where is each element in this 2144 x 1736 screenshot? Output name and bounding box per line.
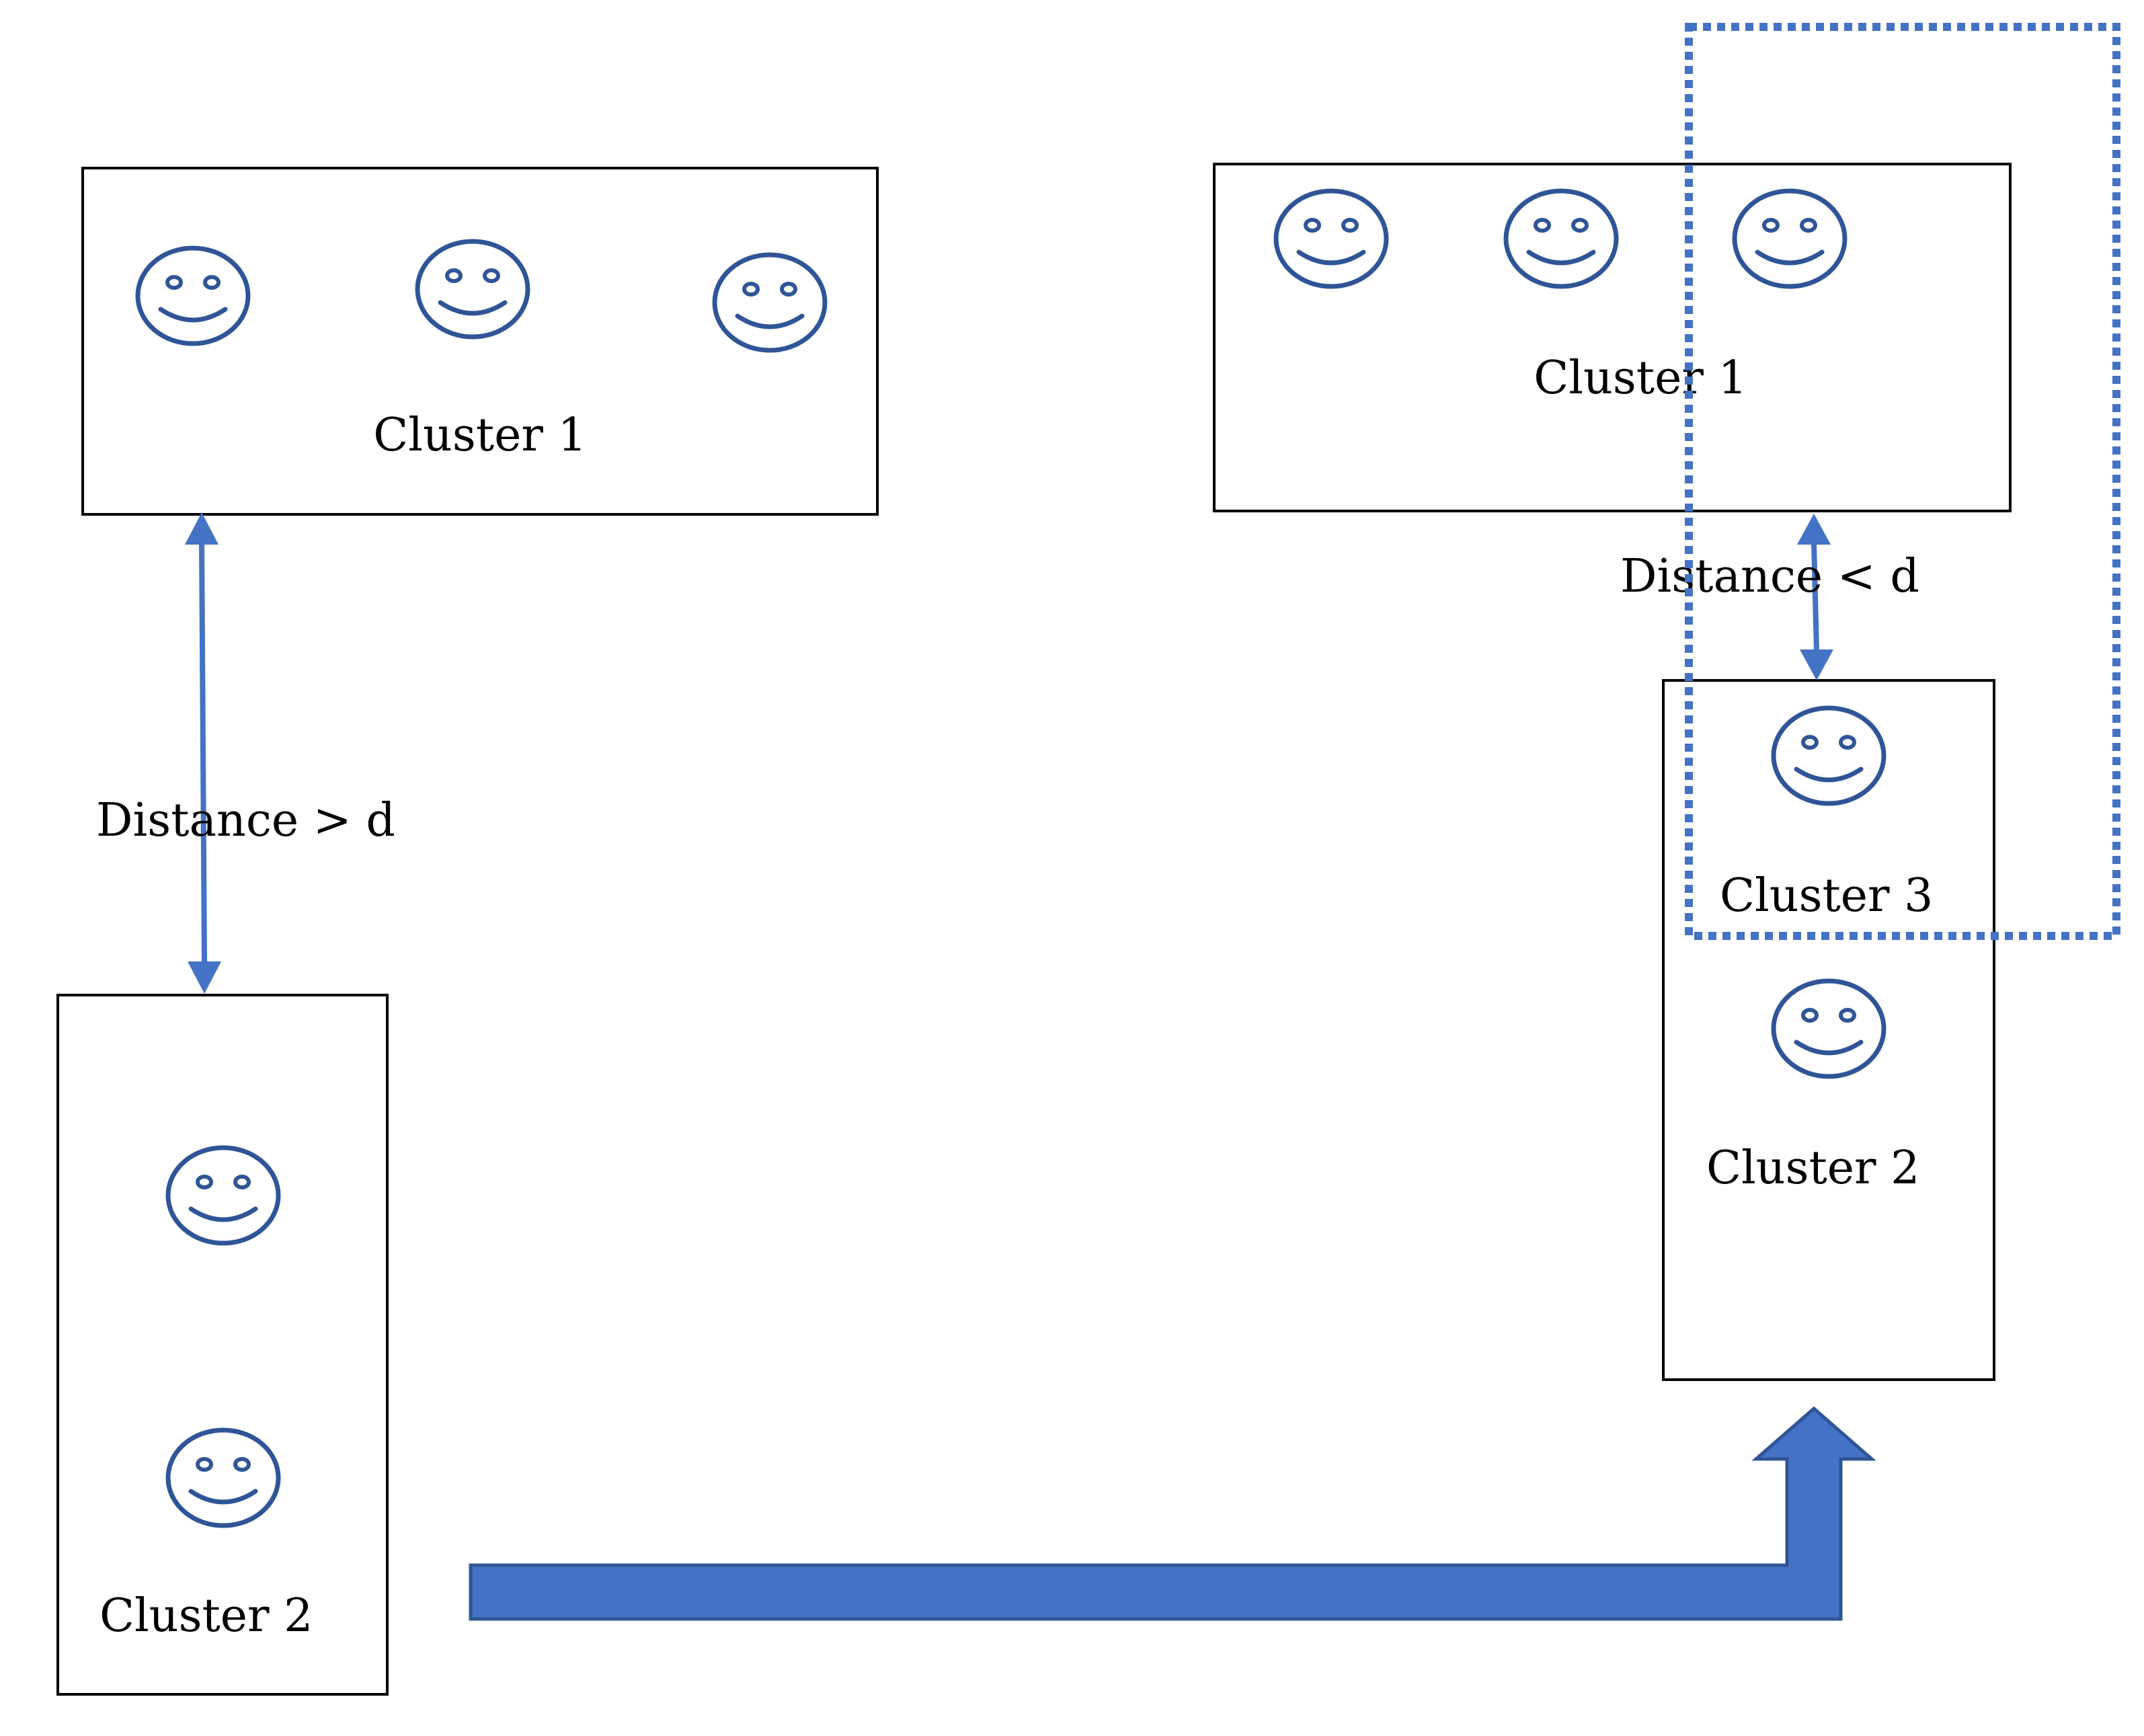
before-cluster-1-box [81,167,879,516]
smiley-face-icon [418,241,528,337]
smiley-face-icon [1774,981,1884,1076]
distance-arrow-shaft [1811,543,1819,652]
smiley-face-icon [138,248,248,344]
smiley-face-icon [168,1430,278,1526]
arrow-head-up [185,512,219,545]
double-arrow-icon [1797,514,1833,680]
distance-less-label: Distance < d [1620,550,1919,603]
after-cluster-2-box [1662,679,1995,1381]
bent-arrow-icon [469,1406,1876,1621]
smiley-face-icon [1506,191,1616,286]
distance-arrow-shaft [199,543,207,963]
after-cluster-1-label: Cluster 1 [1534,352,1747,405]
before-cluster-2-label: Cluster 2 [100,1589,313,1643]
smiley-face-icon [1276,191,1386,286]
after-cluster-3-label: Cluster 3 [1720,869,1933,922]
before-cluster-1: Cluster 1 [81,167,879,516]
smiley-face-icon [1774,708,1884,803]
smiley-face-icon [715,255,825,350]
before-cluster-2-box [56,994,389,1696]
smiley-face-icon [168,1148,278,1243]
after-cluster-1-box [1213,163,2012,512]
after-cluster-2-label: Cluster 2 [1706,1142,1919,1195]
before-cluster-2: Cluster 2 [56,994,389,1696]
after-cluster-2-column: Cluster 3 Cluster 2 [1662,679,1995,1381]
arrow-head-down [188,961,221,994]
double-arrow-icon [185,512,221,994]
after-cluster-1: Cluster 1 [1213,163,2012,512]
dotted-selection-outline [1685,23,2120,940]
arrow-head-up [1797,514,1831,545]
arrow-head-down [1800,649,1833,680]
smiley-face-icon [1735,191,1845,286]
before-cluster-1-label: Cluster 1 [373,409,586,462]
distance-greater-label: Distance > d [96,794,395,847]
